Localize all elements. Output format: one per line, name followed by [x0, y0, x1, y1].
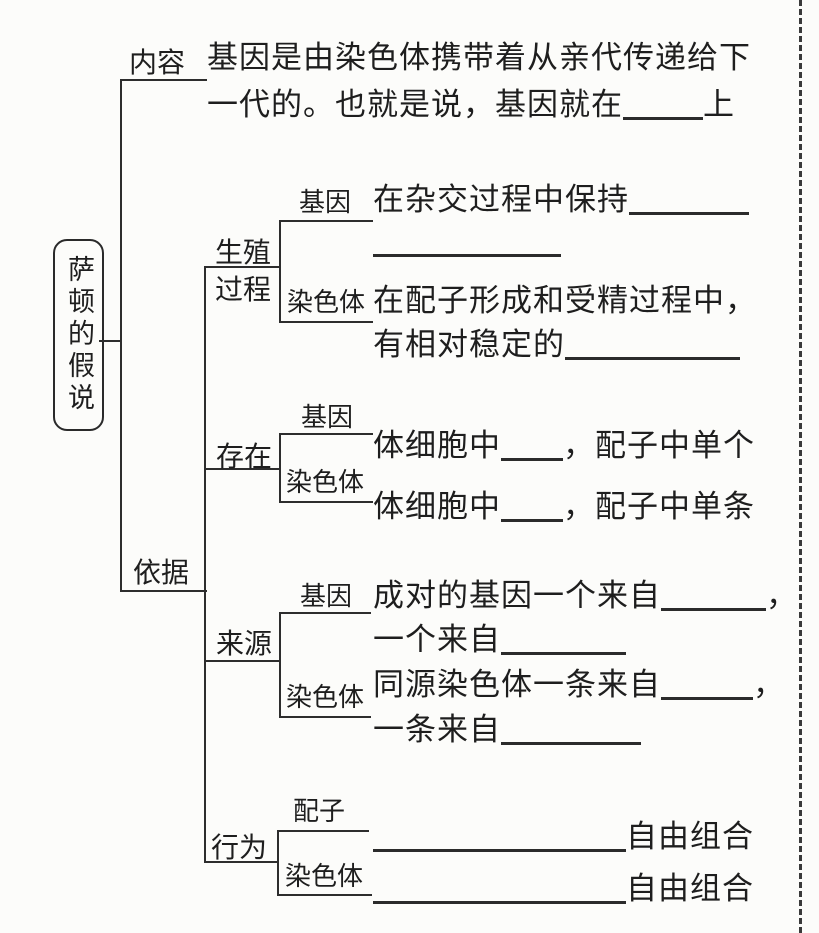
hypothesis-root-box: 萨顿的假说 [53, 239, 104, 431]
blank-field [623, 86, 703, 120]
page-edge-dashed-line [799, 0, 802, 933]
group-reproduction-branch-line [204, 266, 281, 268]
blank-field [501, 711, 641, 745]
group-existence-branch-line [204, 468, 281, 470]
gene-node-label: 基因 [299, 188, 352, 218]
origin-chromosome-text-line2: 一条来自 [373, 710, 641, 752]
chromosome-branch-line [279, 716, 371, 718]
group-label-behavior: 行为 [211, 831, 268, 864]
gene-node-label: 基因 [301, 403, 354, 433]
group-label-reproduction-line2: 过程 [215, 273, 272, 306]
behavior-chromosome-text: 自由组合 [373, 869, 754, 911]
existence-gene-text: 体细胞中 ，配子中单个 [373, 426, 755, 468]
group-origin-branch-line [204, 660, 281, 662]
content-text-line1: 基因是由染色体携带着从亲代传递给下 [207, 40, 751, 76]
chromosome-node-label: 染色体 [286, 683, 365, 713]
chromosome-node-label: 染色体 [287, 288, 366, 318]
gene-node-label: 基因 [300, 582, 353, 612]
group-existence-sub-bracket [279, 433, 281, 503]
blank-field [629, 181, 749, 215]
content-branch-label: 内容 [129, 46, 186, 79]
behavior-chromosome-text-post: 自由组合 [626, 871, 754, 907]
reproduction-chromosome-text-line2: 有相对稳定的 [373, 325, 740, 367]
chromosome-node-label: 染色体 [285, 862, 364, 892]
reproduction-gene-text-line1: 在杂交过程中保持 [373, 180, 749, 222]
blank-field [661, 577, 766, 611]
content-text-line2-pre: 一代的。也就是说，基因就在 [207, 87, 623, 123]
gamete-branch-line [277, 830, 369, 832]
group-label-reproduction-line1: 生殖 [215, 236, 272, 269]
blank-field [501, 427, 563, 461]
blank-field [373, 223, 561, 257]
gene-branch-line [279, 433, 373, 435]
chromosome-node-label: 染色体 [286, 468, 365, 498]
existence-gene-text-pre: 体细胞中 [373, 428, 501, 464]
reproduction-chromosome-text: 有相对稳定的 [373, 327, 565, 363]
origin-gene-text-line1: 成对的基因一个来自 ， [373, 576, 798, 618]
basis-branch-line [120, 590, 207, 592]
behavior-gamete-text-post: 自由组合 [626, 819, 754, 855]
group-behavior-branch-line [204, 861, 279, 863]
origin-gene-text-comma: ， [766, 578, 798, 614]
reproduction-gene-text: 在杂交过程中保持 [373, 182, 629, 218]
blank-field [565, 326, 740, 360]
origin-chromosome-text-line1: 同源染色体一条来自 ， [373, 665, 785, 707]
gene-branch-line [279, 220, 373, 222]
content-text-line2-post: 上 [703, 87, 735, 123]
group-origin-sub-bracket [279, 612, 281, 718]
reproduction-gene-text-line2 [373, 222, 561, 264]
behavior-gamete-text: 自由组合 [373, 817, 754, 859]
main-bracket-vertical-line [120, 79, 122, 592]
gamete-node-label: 配子 [293, 797, 346, 827]
origin-chromosome-text2: 一条来自 [373, 712, 501, 748]
existence-chromosome-text-post: ，配子中单条 [563, 489, 755, 525]
blank-field [373, 870, 626, 904]
origin-gene-text2: 一个来自 [373, 622, 501, 658]
origin-chromosome-text: 同源染色体一条来自 [373, 667, 661, 703]
hypothesis-root-label: 萨顿的假说 [63, 255, 94, 415]
basis-branch-label: 依据 [133, 556, 190, 589]
origin-gene-text-line2: 一个来自 [373, 620, 626, 662]
content-text-line2: 一代的。也就是说，基因就在 上 [207, 85, 735, 127]
content-branch-line [120, 79, 207, 81]
reproduction-chromosome-text-line1: 在配子形成和受精过程中， [373, 283, 757, 319]
blank-field [501, 488, 563, 522]
group-behavior-sub-bracket [277, 830, 279, 896]
blank-field [373, 818, 626, 852]
group-reproduction-sub-bracket [279, 220, 281, 323]
existence-chromosome-text-pre: 体细胞中 [373, 489, 501, 525]
gene-branch-line [279, 612, 371, 614]
root-connector-line [99, 340, 121, 342]
origin-gene-text: 成对的基因一个来自 [373, 578, 661, 614]
origin-chromosome-text-comma: ， [753, 667, 785, 703]
chromosome-branch-line [279, 501, 373, 503]
blank-field [501, 621, 626, 655]
existence-gene-text-post: ，配子中单个 [563, 428, 755, 464]
chromosome-branch-line [279, 321, 373, 323]
existence-chromosome-text: 体细胞中 ，配子中单条 [373, 487, 755, 529]
chromosome-branch-line [277, 894, 372, 896]
group-label-origin: 来源 [216, 627, 273, 660]
blank-field [661, 666, 753, 700]
basis-bracket-vertical-line [204, 266, 206, 863]
group-label-existence: 存在 [216, 440, 273, 473]
